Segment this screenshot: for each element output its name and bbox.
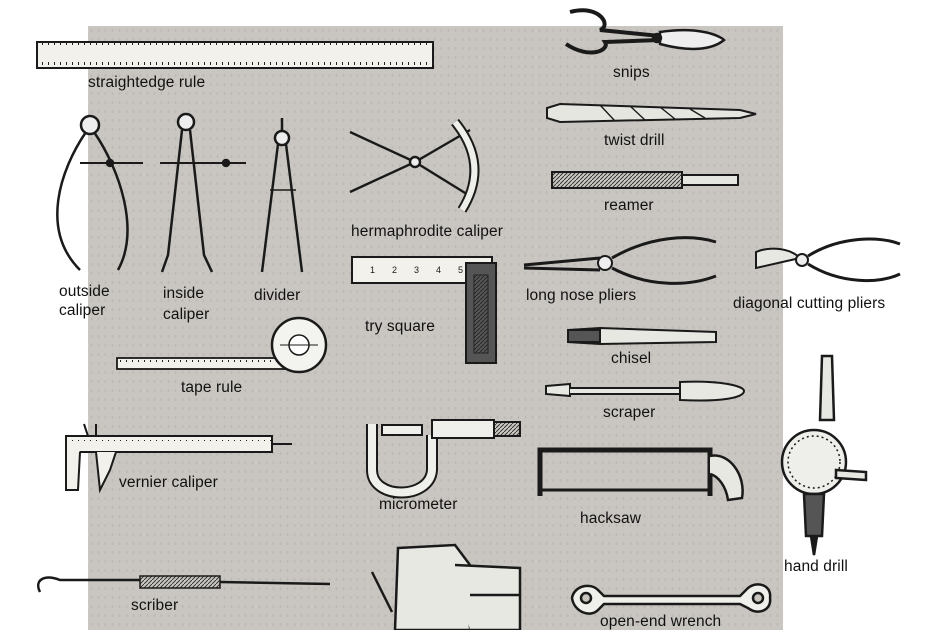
label-inside-caliper-line1: inside [163,285,205,302]
label-try-square: try square [365,318,435,335]
straightedge-rule-icon [36,41,434,69]
label-tape-rule: tape rule [181,379,243,396]
label-hand-drill: hand drill [784,558,848,575]
vernier-caliper-icon [65,423,292,494]
label-diagonal-cutting-pliers: diagonal cutting pliers [733,295,886,312]
outside-caliper-icon [56,114,143,271]
label-reamer: reamer [604,197,654,214]
twist-drill-icon [546,102,757,124]
hacksaw-icon [537,447,744,502]
inside-caliper-icon [160,112,246,273]
label-scriber: scriber [131,597,179,614]
long-nose-pliers-icon [523,236,717,285]
label-vernier-caliper: vernier caliper [119,474,218,491]
label-outside-caliper-line2: caliper [59,302,106,319]
label-twist-drill: twist drill [604,132,665,149]
label-scraper: scraper [603,404,656,421]
label-hacksaw: hacksaw [580,510,642,527]
scale-tick-label: 1 [370,265,375,275]
chisel-icon [567,326,717,346]
label-chisel: chisel [611,350,652,367]
label-snips: snips [613,64,650,81]
label-straightedge-rule: straightedge rule [88,74,206,91]
try-square-icon [351,256,497,364]
scale-tick-label: 3 [414,265,419,275]
hand-drill-icon [780,354,868,556]
label-divider: divider [254,287,301,304]
label-open-end-wrench: open-end wrench [600,613,722,630]
vise-icon [370,543,522,630]
reamer-icon [551,171,739,189]
snips-icon [564,8,726,55]
try-square-scale: 1 2 3 4 5 [370,265,463,275]
tape-rule-icon [116,316,328,374]
halftone-texture [88,26,783,630]
hermaphrodite-caliper-icon [349,118,480,213]
scale-tick-label: 2 [392,265,397,275]
label-hermaphrodite-caliper: hermaphrodite caliper [351,223,504,240]
gray-background-panel [88,26,783,630]
scriber-icon [37,575,331,593]
label-outside-caliper-line1: outside [59,283,110,300]
scale-tick-label: 4 [436,265,441,275]
scraper-icon [545,380,746,402]
divider-icon [260,118,304,273]
micrometer-icon [366,419,521,499]
scale-tick-label: 5 [458,265,463,275]
label-long-nose-pliers: long nose pliers [526,287,637,304]
label-micrometer: micrometer [379,496,458,513]
diagonal-cutting-pliers-icon [755,237,901,282]
label-inside-caliper-line2: caliper [163,306,210,323]
open-end-wrench-icon [570,583,772,615]
